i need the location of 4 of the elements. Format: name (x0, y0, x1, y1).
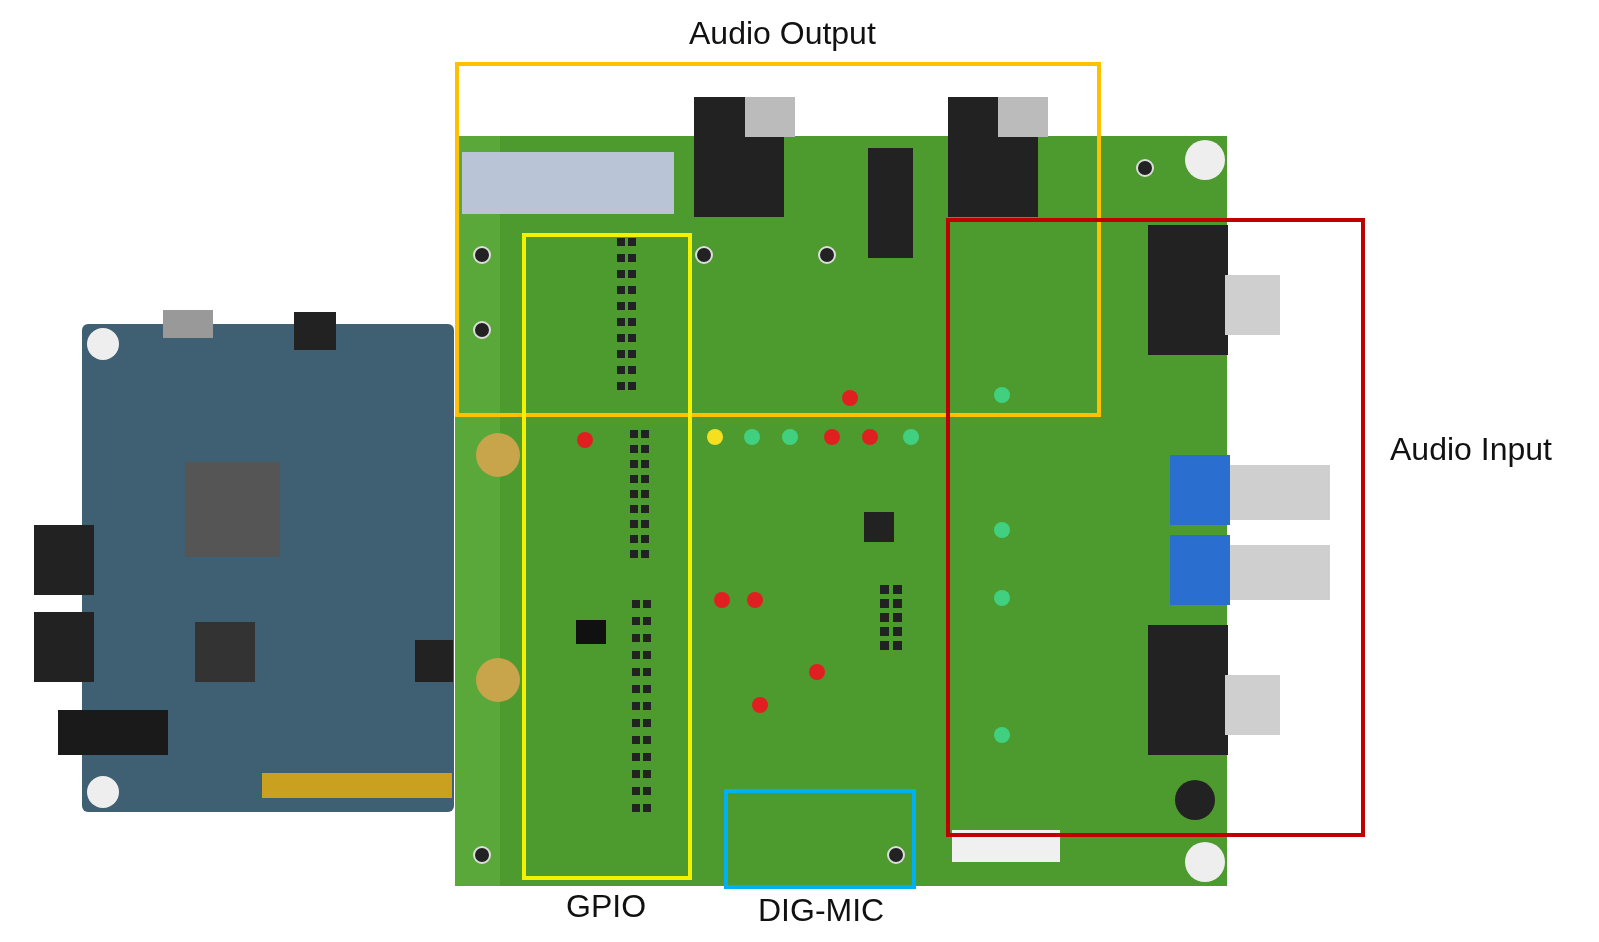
region-label: Audio Input (1390, 432, 1552, 468)
region-label: DIG-MIC (758, 893, 885, 929)
region-label: Audio Output (689, 16, 876, 52)
region-label: GPIO (566, 889, 646, 925)
